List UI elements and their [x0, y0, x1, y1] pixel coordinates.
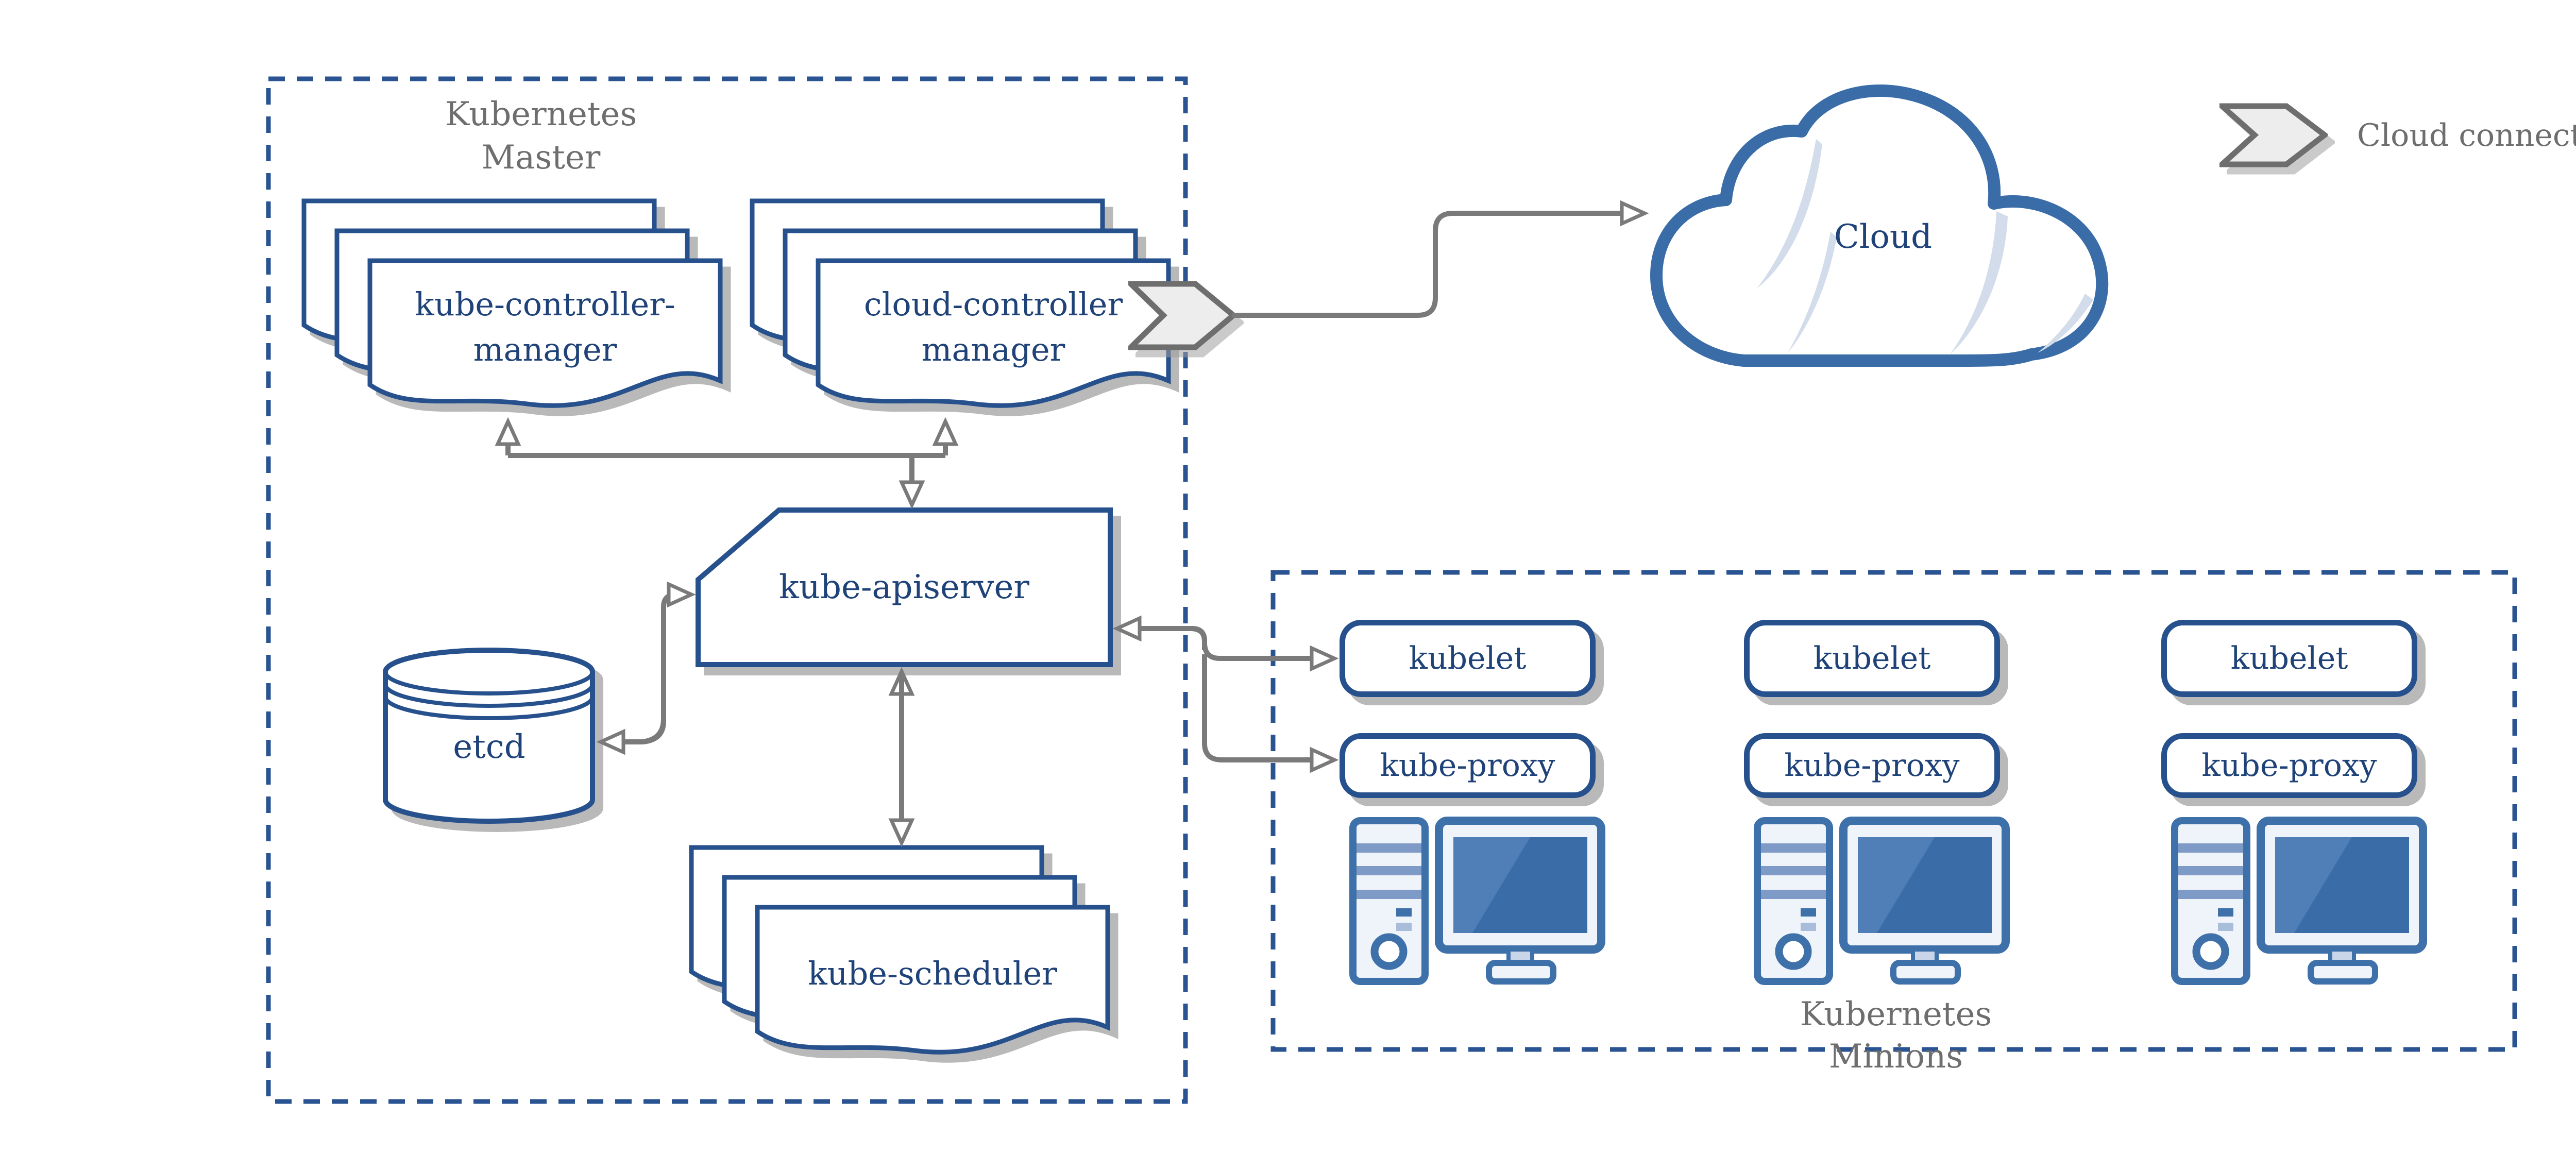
- cloud-controller-manager-node: cloud-controller manager: [750, 198, 1177, 425]
- etcd-label: etcd: [453, 728, 526, 766]
- kubernetes-master-boundary: [266, 76, 1188, 1104]
- cloud-connector-chevron: [1128, 281, 1236, 350]
- document-sheet-front: [367, 258, 723, 408]
- edge-to-cloud: [1232, 213, 1643, 318]
- cloud-shape: [1650, 84, 2109, 367]
- kubelet-node-2: kubelet: [1744, 620, 2000, 697]
- master-title-line1: Kubernetes: [445, 95, 637, 133]
- kube-controller-manager-node: kube-controller- manager: [301, 198, 729, 425]
- document-sheet-front: [816, 258, 1171, 408]
- cloud-connector-legend-label: Cloud connector: [2357, 117, 2576, 154]
- cloud-connector-icon: [2219, 103, 2328, 167]
- etcd-node: [383, 648, 595, 824]
- kubelet-node-3: kubelet: [2161, 620, 2417, 697]
- kube-apiserver-label: kube-apiserver: [779, 568, 1029, 606]
- cloud-controller-manager-label: cloud-controller manager: [863, 285, 1123, 368]
- kubelet-node-1: kubelet: [1340, 620, 1596, 697]
- kubernetes-minions-boundary: [1270, 570, 2517, 1052]
- minions-title-line1: Kubernetes: [1800, 995, 1992, 1033]
- cloud-crescent: [1950, 211, 2008, 354]
- cloud-label: Cloud: [1834, 218, 1933, 256]
- kube-proxy-node-3: kube-proxy: [2161, 733, 2417, 798]
- master-title-line2: Master: [481, 139, 601, 177]
- kube-scheduler-node: kube-scheduler: [689, 845, 1116, 1072]
- desktop-computer-icon: [1754, 817, 2010, 985]
- document-sheet-front: [755, 905, 1110, 1055]
- cloud-crescent: [2038, 294, 2093, 353]
- kube-proxy-node-2: kube-proxy: [1744, 733, 2000, 798]
- minions-title: Kubernetes Minions: [1716, 993, 2076, 1078]
- kube-proxy-node-1: kube-proxy: [1340, 733, 1596, 798]
- master-title: Kubernetes Master: [363, 93, 719, 179]
- kube-scheduler-label: kube-scheduler: [808, 955, 1057, 992]
- desktop-computer-icon: [2171, 817, 2427, 985]
- cloud-crescent: [1757, 139, 1822, 289]
- minions-title-line2: Minions: [1828, 1038, 1963, 1076]
- kube-apiserver-node: [696, 507, 1113, 667]
- cloud-crescent: [1788, 232, 1837, 353]
- kube-controller-manager-label: kube-controller- manager: [415, 285, 675, 368]
- desktop-computer-icon: [1349, 817, 1605, 985]
